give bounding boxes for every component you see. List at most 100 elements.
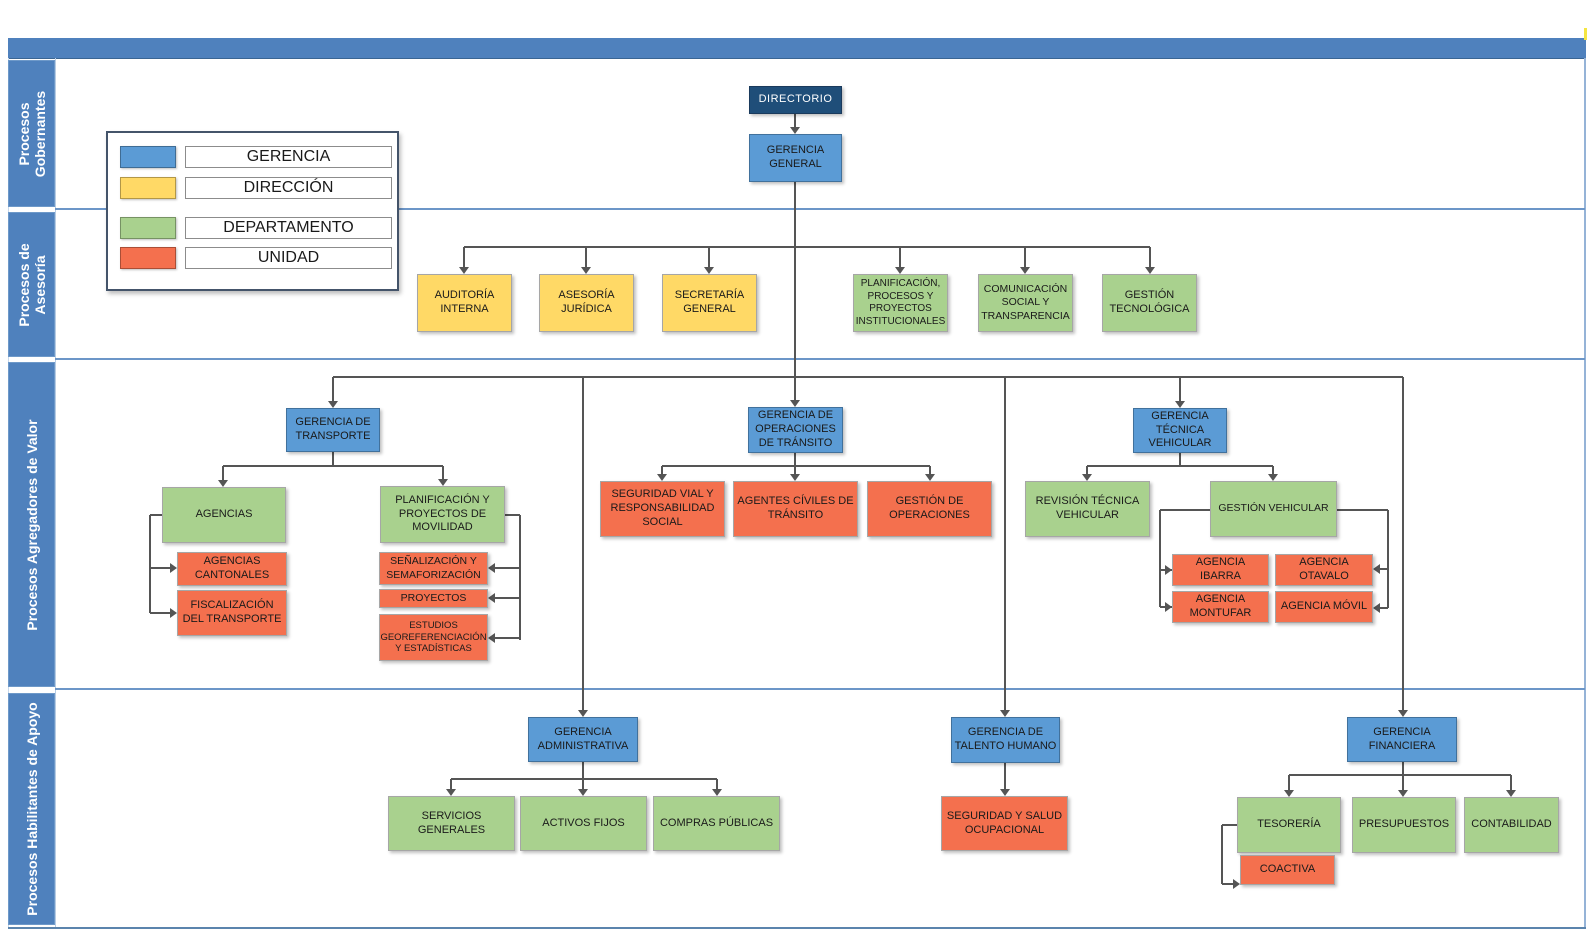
- connector-line: [1004, 377, 1006, 710]
- org-node-fiscalizacion-transporte: FISCALIZACIÓN DEL TRANSPORTE: [177, 590, 287, 636]
- arrowhead-down: [925, 474, 935, 481]
- org-node-agencias: AGENCIAS: [162, 487, 286, 543]
- connector-line: [582, 377, 584, 710]
- org-node-estudios-georeferenciacion: ESTUDIOS GEOREFERENCIACIÓN Y ESTADÍSTICA…: [379, 614, 488, 661]
- org-node-secretaria-general: SECRETARÍA GENERAL: [662, 274, 757, 332]
- legend-swatch-departamento: [120, 217, 176, 239]
- arrowhead-down: [1284, 790, 1294, 797]
- connector-line: [333, 376, 1403, 378]
- arrowhead-down: [1175, 401, 1185, 408]
- org-node-agencias-cantonales: AGENCIAS CANTONALES: [177, 552, 287, 586]
- band-procesos-apoyo: Procesos Habilitantes de Apoyo: [8, 693, 55, 925]
- org-node-gerencia-transporte: GERENCIA DE TRANSPORTE: [286, 408, 380, 452]
- arrowhead-down: [459, 267, 469, 274]
- connector-line: [1024, 247, 1026, 268]
- connector-line: [1149, 247, 1151, 268]
- connector-line: [1222, 883, 1234, 885]
- arrowhead-down: [1398, 710, 1408, 717]
- arrowhead-down: [1268, 474, 1278, 481]
- arrowhead-down: [1000, 710, 1010, 717]
- arrowhead-down: [1506, 790, 1516, 797]
- org-node-agentes-civiles: AGENTES CÍVILES DE TRÁNSITO: [733, 481, 858, 537]
- legend-swatch-gerencia: [120, 146, 176, 168]
- org-node-tesoreria: TESORERÍA: [1237, 797, 1341, 853]
- org-node-gerencia-tecnica: GERENCIA TÉCNICA VEHICULAR: [1133, 408, 1227, 453]
- arrowhead-down: [578, 710, 588, 717]
- connector-line: [222, 466, 224, 480]
- org-node-directorio: DIRECTORIO: [749, 86, 842, 114]
- arrowhead-down: [218, 480, 228, 487]
- org-node-planificacion-movilidad: PLANIFICACIÓN Y PROYECTOS DE MOVILIDAD: [380, 486, 505, 543]
- arrowhead-down: [790, 474, 800, 481]
- legend-label-unidad: UNIDAD: [185, 247, 392, 269]
- org-node-contabilidad: CONTABILIDAD: [1464, 797, 1559, 853]
- arrowhead-down: [712, 789, 722, 796]
- band-procesos-gobernantes: Procesos Gobernantes: [8, 60, 55, 207]
- page-edge-marker: [1584, 28, 1587, 40]
- connector-line: [495, 567, 520, 569]
- frame-right-border: [1584, 58, 1586, 927]
- org-node-gerencia-talento: GERENCIA DE TALENTO HUMANO: [951, 717, 1060, 763]
- arrowhead-down: [1020, 267, 1030, 274]
- connector-line: [1402, 377, 1404, 710]
- org-node-activos-fijos: ACTIVOS FIJOS: [520, 796, 647, 851]
- connector-line: [519, 515, 521, 640]
- legend-swatch-direccion: [120, 177, 176, 199]
- band-procesos-agregadores: Procesos Agregadores de Valor: [8, 362, 55, 687]
- connector-line: [150, 567, 171, 569]
- org-node-gerencia-operaciones: GERENCIA DE OPERACIONES DE TRÁNSITO: [748, 407, 843, 453]
- band-procesos-asesoria: Procesos de Asesoría: [8, 212, 55, 357]
- legend-box: GERENCIA DIRECCIÓN DEPARTAMENTO UNIDAD: [106, 131, 399, 291]
- arrowhead-left: [1373, 564, 1380, 574]
- org-node-gestion-tecnologica: GESTIÓN TECNOLÓGICA: [1102, 274, 1197, 332]
- band-separator: [55, 358, 1585, 360]
- arrowhead-left: [488, 593, 495, 603]
- legend-label-departamento: DEPARTAMENTO: [185, 217, 392, 239]
- connector-line: [495, 597, 520, 599]
- org-node-compras-publicas: COMPRAS PÚBLICAS: [653, 796, 780, 851]
- connector-line: [661, 466, 663, 475]
- connector-line: [1402, 762, 1404, 775]
- connector-line: [1337, 509, 1388, 511]
- band-separator: [55, 688, 1585, 690]
- connector-line: [332, 377, 334, 401]
- connector-line: [582, 762, 584, 779]
- org-node-revision-tecnica: REVISIÓN TÉCNICA VEHICULAR: [1025, 481, 1150, 537]
- connector-line: [1402, 775, 1404, 791]
- org-node-senalizacion-semaforizacion: SEÑALIZACIÓN Y SEMAFORIZACIÓN: [379, 552, 488, 585]
- legend-swatch-unidad: [120, 247, 176, 269]
- connector-line: [708, 247, 710, 268]
- org-node-agencia-montufar: AGENCIA MONTUFAR: [1172, 591, 1269, 623]
- frame-bottom-border: [8, 927, 1586, 929]
- org-node-seguridad-vial: SEGURIDAD VIAL Y RESPONSABILIDAD SOCIAL: [600, 481, 725, 537]
- connector-line: [794, 466, 796, 475]
- org-node-gestion-operaciones: GESTIÓN DE OPERACIONES: [867, 481, 992, 537]
- connector-line: [1510, 775, 1512, 791]
- arrowhead-down: [578, 789, 588, 796]
- band-label: Procesos Habilitantes de Apoyo: [23, 702, 40, 916]
- org-node-agencia-otavalo: AGENCIA OTAVALO: [1275, 554, 1373, 586]
- connector-line: [450, 779, 452, 790]
- arrowhead-down: [1082, 474, 1092, 481]
- arrowhead-down: [704, 267, 714, 274]
- arrowhead-down: [438, 479, 448, 486]
- connector-line: [1160, 509, 1210, 511]
- connector-line: [1222, 824, 1237, 826]
- connector-line: [463, 247, 465, 268]
- org-node-presupuestos: PRESUPUESTOS: [1352, 797, 1456, 853]
- org-node-auditoria-interna: AUDITORÍA INTERNA: [417, 274, 512, 332]
- arrowhead-right: [170, 563, 177, 573]
- connector-line: [1289, 774, 1511, 776]
- connector-line: [442, 466, 444, 479]
- org-node-agencia-ibarra: AGENCIA IBARRA: [1172, 554, 1269, 586]
- top-title-bar: [8, 38, 1586, 59]
- arrowhead-right: [1165, 565, 1172, 575]
- arrowhead-down: [1398, 790, 1408, 797]
- connector-line: [505, 514, 520, 516]
- connector-line: [794, 182, 796, 401]
- arrowhead-down: [895, 267, 905, 274]
- connector-line: [451, 778, 717, 780]
- connector-line: [1159, 510, 1161, 607]
- connector-line: [1179, 453, 1181, 466]
